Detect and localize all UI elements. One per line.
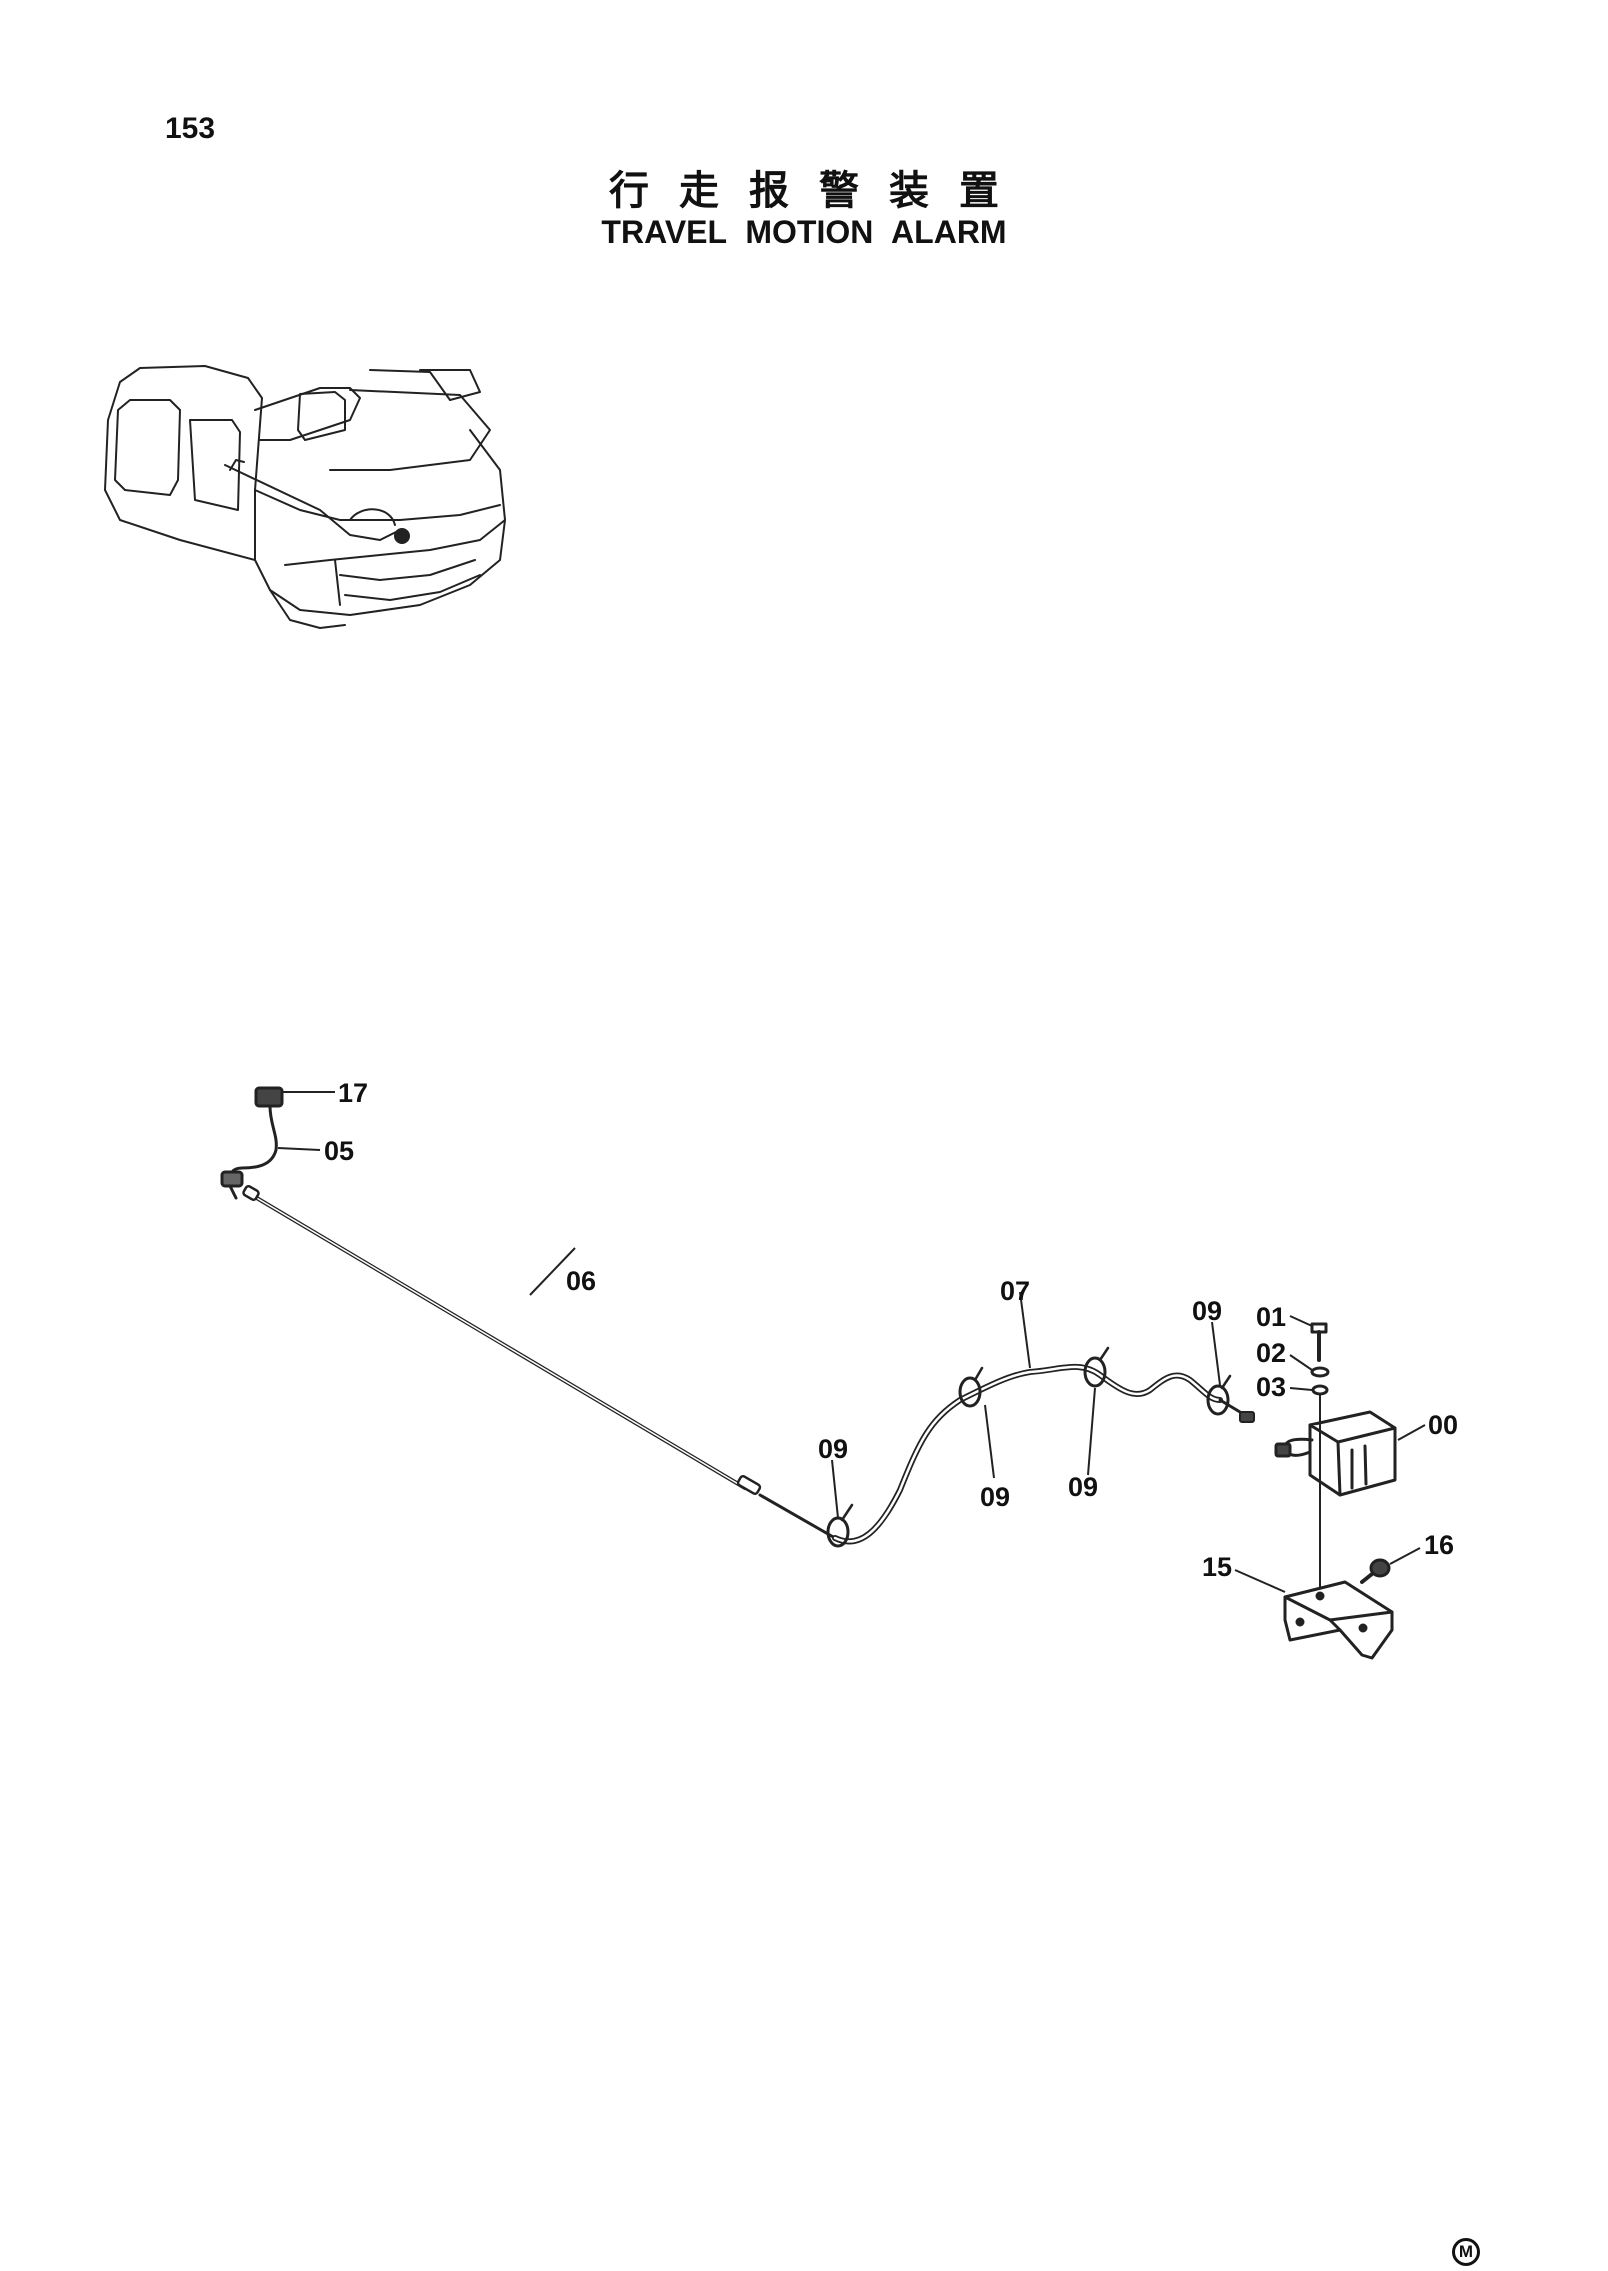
callout-09-d: 09 (1192, 1296, 1222, 1326)
connector-05 (220, 1170, 244, 1188)
page-number: 153 (165, 112, 216, 145)
callout-09-b: 09 (980, 1482, 1010, 1512)
callout-09-c: 09 (1068, 1472, 1098, 1502)
callout-07: 07 (1000, 1276, 1030, 1306)
callout-17: 17 (338, 1078, 368, 1108)
alarm-hardware (1274, 1322, 1397, 1660)
harness-assembly (220, 1086, 1255, 1548)
callout-03: 03 (1256, 1372, 1286, 1402)
callout-05: 05 (324, 1136, 354, 1166)
callout-15: 15 (1202, 1552, 1232, 1582)
callout-06: 06 (566, 1266, 596, 1296)
clip-09-c (1083, 1356, 1107, 1388)
clip-09-d (1206, 1384, 1230, 1416)
leader-lines (277, 1091, 1426, 1593)
connector-17 (254, 1086, 284, 1108)
callout-01: 01 (1256, 1302, 1286, 1332)
manufacturer-mark: M (1452, 2238, 1480, 2266)
machine-location-sketch (104, 365, 506, 629)
title-english: TRAVEL MOTION ALARM (601, 214, 1007, 250)
callout-labels: 17 05 06 07 09 09 09 09 01 02 03 00 15 1… (324, 1078, 1458, 1582)
callout-16: 16 (1424, 1530, 1454, 1560)
clip-09-b (958, 1376, 982, 1408)
callout-02: 02 (1256, 1338, 1286, 1368)
title-chinese: 行走报警装置 (609, 168, 1029, 214)
callout-00: 00 (1428, 1410, 1458, 1440)
callout-09-a: 09 (818, 1434, 848, 1464)
